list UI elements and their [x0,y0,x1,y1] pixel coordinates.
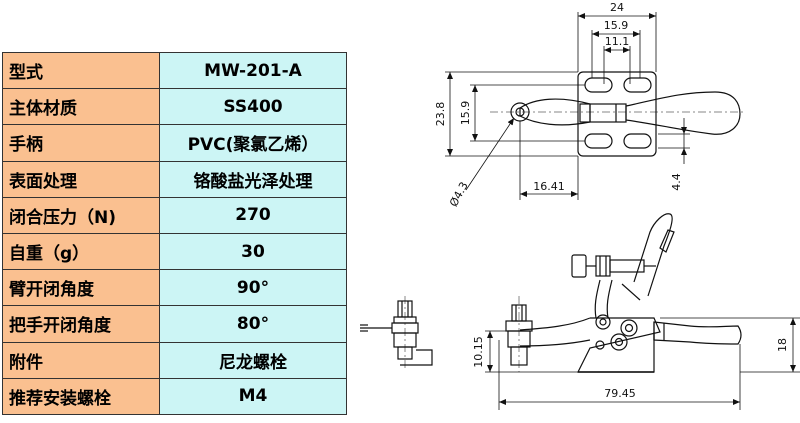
mounting-slot [584,77,613,93]
dim-label: 10.15 [472,336,485,368]
top-view-dim-labels: 24 15.9 11.1 23.8 15.9 16.41 4.4 Ø4.3 [434,1,683,209]
spec-value: PVC(聚氯乙烯） [159,124,347,162]
dim-label: 15.9 [459,101,472,126]
spec-value: SS400 [159,88,347,126]
spec-label: 臂开闭角度 [2,269,160,307]
spec-value: MW-201-A [159,51,347,90]
spec-value: 铬酸盐光泽处理 [159,160,347,198]
dim-label: 24 [610,1,624,14]
mounting-slot [623,77,652,93]
side-view-dimensions [485,317,800,410]
spindle-knob [571,254,587,278]
spec-value: 尼龙螺栓 [159,341,347,379]
dim-label: 79.45 [604,387,636,400]
spec-row: 表面处理铬酸盐光泽处理 [2,160,347,198]
spindle-detail-view [360,296,433,370]
spec-label: 表面处理 [2,160,160,198]
dim-label: 4.4 [670,173,683,191]
spec-label: 推荐安装螺栓 [2,377,160,415]
side-view-dim-labels: 10.15 79.45 18 [472,336,789,400]
mounting-slot [623,133,652,149]
spec-value: 80° [159,305,347,343]
spec-label: 把手开闭角度 [2,305,160,343]
spec-row: 闭合压力（N)270 [2,196,347,234]
handle [625,91,741,135]
lever-arm [633,213,673,297]
dim-label: 16.41 [533,180,565,193]
side-view [505,213,742,373]
dim-label: 15.9 [604,19,629,32]
handle [653,321,742,345]
spec-value: 30 [159,232,347,271]
spec-label: 手柄 [2,124,160,162]
spec-label: 自重（g） [2,232,160,271]
dim-label: 11.1 [605,35,630,48]
dim-label: 18 [776,338,789,352]
top-view [490,71,745,157]
dim-label: 23.8 [434,102,447,127]
spec-value: 270 [159,196,347,234]
spec-label: 闭合压力（N) [2,196,160,234]
dim-label: Ø4.3 [447,180,471,209]
spec-value: 90° [159,269,347,307]
base-plate [577,71,657,157]
top-view-dimensions [445,12,690,200]
spec-row: 自重（g）30 [2,232,347,271]
mounting-slot [584,133,613,149]
spec-value: M4 [159,377,347,415]
spec-label: 型式 [2,51,160,90]
